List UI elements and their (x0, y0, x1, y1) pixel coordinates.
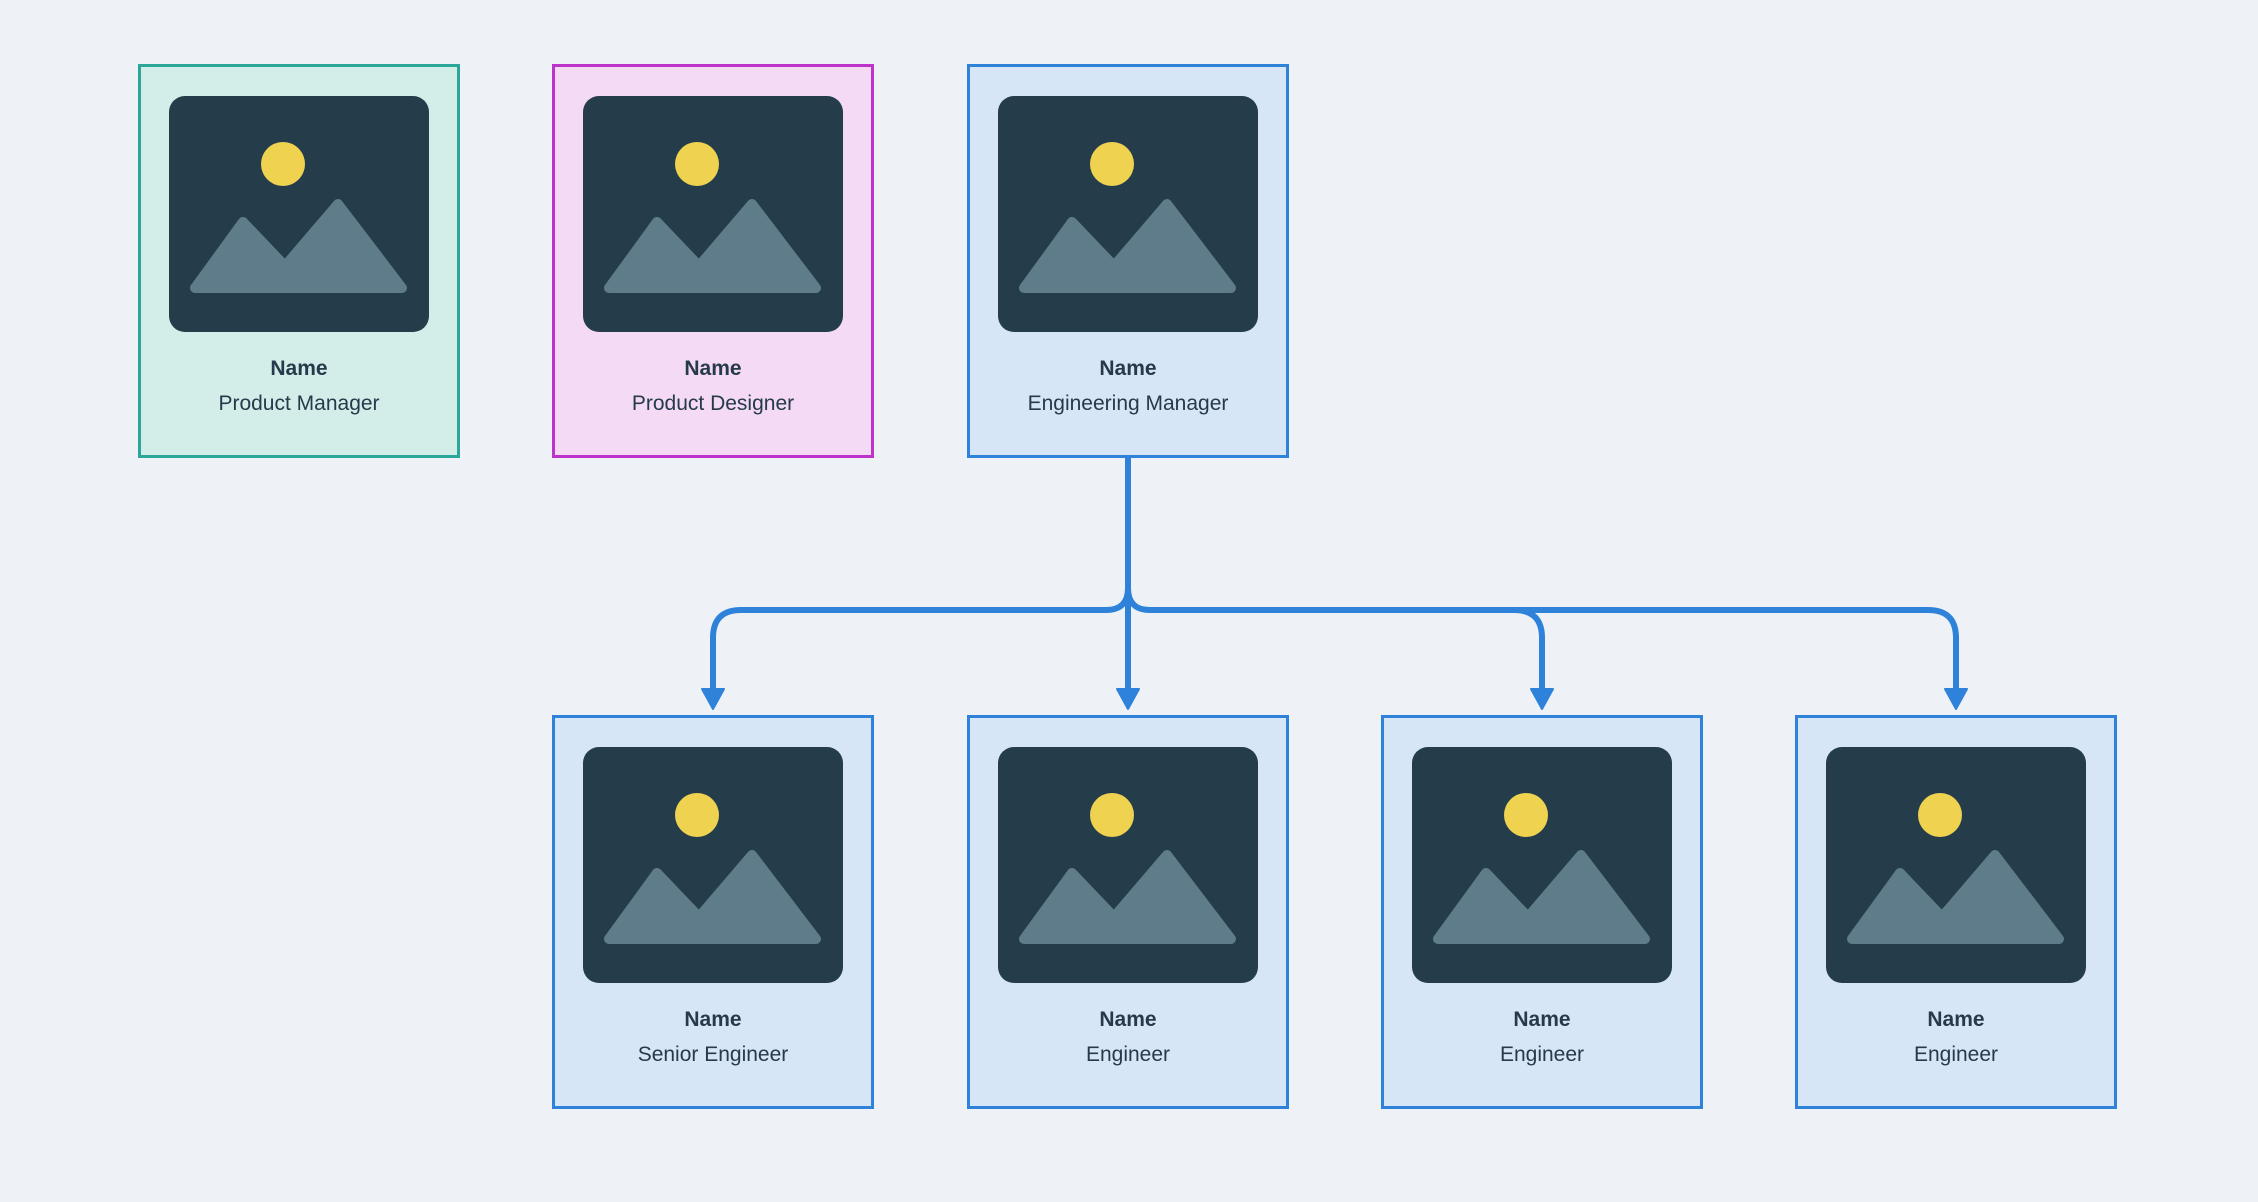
image-placeholder-icon (998, 96, 1258, 332)
card-name: Name (684, 357, 742, 380)
card-name: Name (1927, 1008, 1985, 1031)
card-title: Senior Engineer (637, 1043, 789, 1066)
mountains-icon (604, 199, 821, 293)
arrowhead-senior-engineer (701, 688, 725, 710)
mountains-icon (1019, 199, 1236, 293)
card-engineering-manager[interactable]: Name Engineering Manager (967, 64, 1289, 458)
card-product-designer[interactable]: Name Product Designer (552, 64, 874, 458)
image-placeholder-icon (583, 96, 843, 332)
card-engineer-2[interactable]: Name Engineer (1381, 715, 1703, 1109)
card-engineer-1[interactable]: Name Engineer (967, 715, 1289, 1109)
connector-line-senior-engineer (710, 587, 1131, 691)
card-senior-engineer[interactable]: Name Senior Engineer (552, 715, 874, 1109)
image-placeholder-icon (583, 747, 843, 983)
sun-icon (261, 142, 305, 186)
sun-icon (1918, 793, 1962, 837)
mountains-icon (1847, 850, 2064, 944)
arrowhead-engineer-1 (1116, 688, 1140, 710)
mountains-icon (190, 199, 407, 293)
card-title: Engineering Manager (1027, 392, 1229, 415)
image-placeholder-icon (1412, 747, 1672, 983)
card-engineer-3[interactable]: Name Engineer (1795, 715, 2117, 1109)
connector-line-engineer-2 (1125, 587, 1545, 691)
sun-icon (1090, 793, 1134, 837)
sun-icon (1090, 142, 1134, 186)
card-title: Product Designer (631, 392, 795, 415)
mountains-icon (604, 850, 821, 944)
image-placeholder-icon (169, 96, 429, 332)
arrowhead-engineer-3 (1944, 688, 1968, 710)
image-placeholder-icon (1826, 747, 2086, 983)
card-title: Engineer (1085, 1043, 1171, 1066)
card-name: Name (1099, 357, 1157, 380)
card-name: Name (1513, 1008, 1571, 1031)
mountains-icon (1019, 850, 1236, 944)
card-title: Engineer (1913, 1043, 1999, 1066)
mountains-icon (1433, 850, 1650, 944)
card-product-manager[interactable]: Name Product Manager (138, 64, 460, 458)
arrowhead-engineer-2 (1530, 688, 1554, 710)
card-title: Engineer (1499, 1043, 1585, 1066)
image-placeholder-icon (998, 747, 1258, 983)
card-name: Name (684, 1008, 742, 1031)
card-name: Name (270, 357, 328, 380)
card-title: Product Manager (218, 392, 380, 415)
sun-icon (1504, 793, 1548, 837)
sun-icon (675, 793, 719, 837)
card-name: Name (1099, 1008, 1157, 1031)
sun-icon (675, 142, 719, 186)
connector-line-engineer-3 (1150, 607, 1959, 691)
